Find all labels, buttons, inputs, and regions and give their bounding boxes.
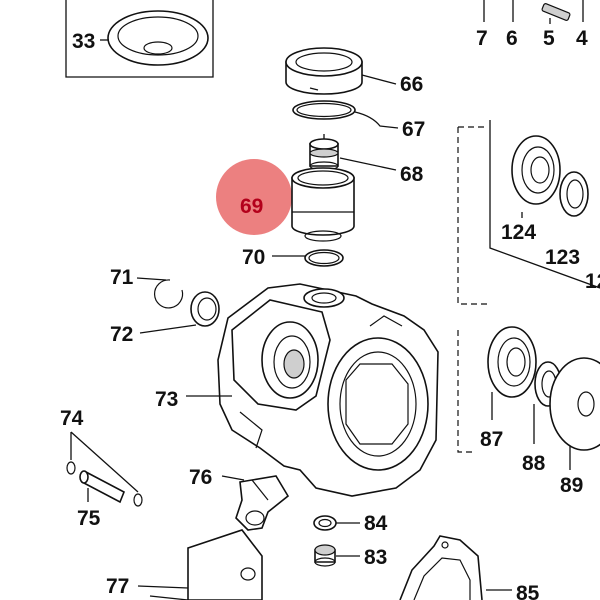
label-72: 72 [110,323,133,346]
label-124: 124 [501,221,536,244]
highlight-marker [216,159,292,235]
label-77: 77 [106,575,129,598]
part-84-washer [313,515,360,531]
part-71-circlip [136,277,184,309]
label-7: 7 [476,27,488,50]
label-71: 71 [110,266,134,289]
part-66-cap [285,47,397,95]
part-68-valve [309,134,397,171]
dashed-assembly-bracket [457,120,600,453]
part-83-plug [314,544,360,567]
label-89: 89 [560,474,583,497]
part-75-pin [79,470,126,504]
label-5: 5 [543,27,555,50]
label-69: 69 [240,195,263,218]
part-124-bearing [511,135,561,218]
label-4: 4 [576,27,588,50]
label-85: 85 [516,582,540,600]
small-parts-top-right [483,0,584,24]
part-89-disc [549,357,600,470]
label-87: 87 [480,428,503,451]
part-70-ring [272,249,344,267]
inset-box-part-33 [65,0,214,78]
part-76-connecting-rod [221,475,290,531]
part-67-o-ring [292,100,399,129]
part-69-cylinder [291,167,355,242]
label-74: 74 [60,407,84,430]
part-123-ring [559,171,589,217]
label-68: 68 [400,163,424,186]
part-72-seal [139,291,220,334]
part-87-bearing [487,326,537,420]
label-33: 33 [72,30,95,53]
label-66: 66 [400,73,423,96]
part-73-pump-housing [186,283,439,497]
label-83: 83 [364,546,387,569]
label-76: 76 [189,466,212,489]
label-12-partial: 12 [585,270,600,293]
label-123: 123 [545,246,580,269]
label-6: 6 [506,27,518,50]
part-74-rings [66,431,143,507]
part-85-gasket [399,535,512,600]
label-67: 67 [402,118,425,141]
part-77-piston [137,529,263,600]
label-70: 70 [242,246,265,269]
label-73: 73 [155,388,178,411]
label-75: 75 [77,507,101,530]
label-84: 84 [364,512,388,535]
label-88: 88 [522,452,546,475]
